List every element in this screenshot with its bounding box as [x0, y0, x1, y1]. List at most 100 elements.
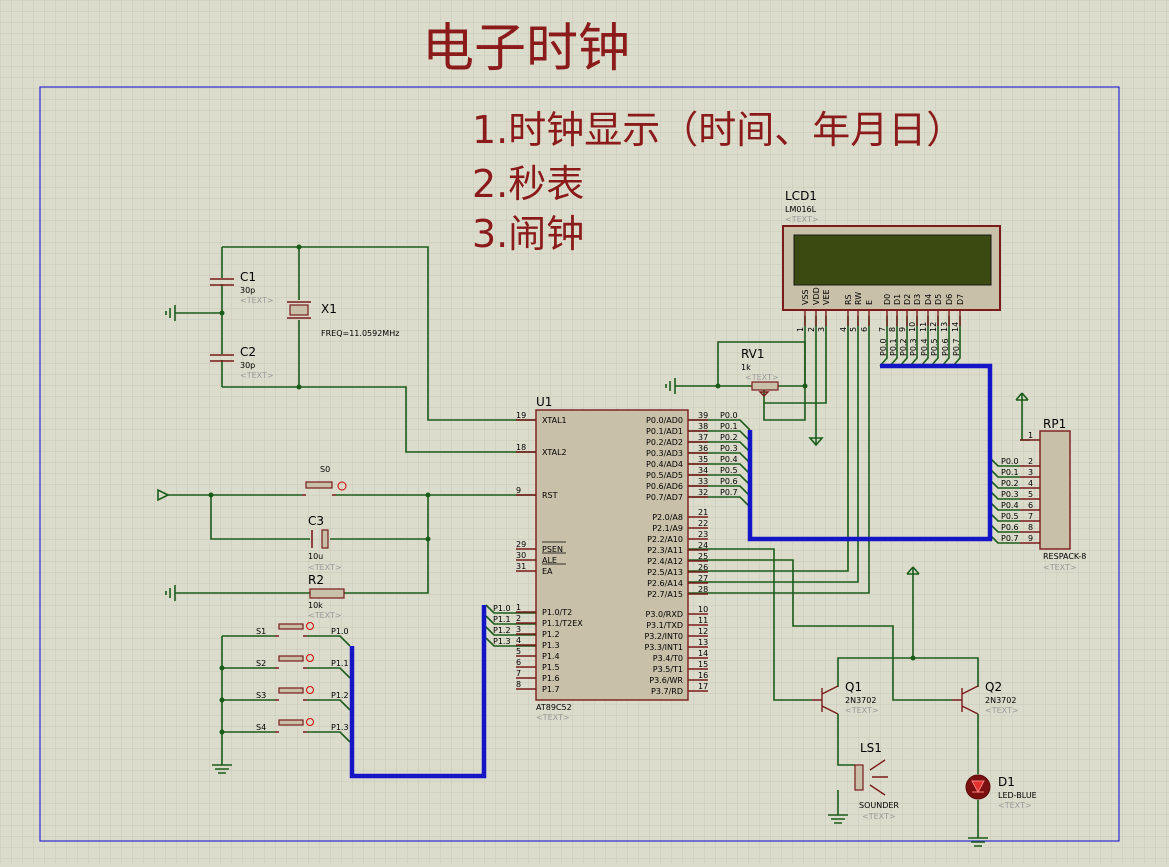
c2-placeholder: <TEXT> — [240, 371, 274, 380]
u1-pin-number: 9 — [516, 486, 521, 495]
transistor-q1[interactable]: Q1 2N3702 <TEXT> — [812, 680, 879, 715]
feature-2: 2.秒表 — [472, 162, 584, 206]
u1-pin-name: XTAL2 — [542, 448, 567, 457]
transistor-q2[interactable]: Q2 2N3702 <TEXT> — [952, 680, 1019, 715]
u1-pin-name: P3.0/RXD — [646, 610, 683, 619]
p0-net-label: P0.7 — [720, 488, 738, 497]
lcd-net-label: P0.4 — [920, 338, 929, 356]
lcd-pin-name: D5 — [934, 294, 943, 305]
switch-ref: S4 — [256, 723, 266, 732]
u1-pin-number: 30 — [516, 551, 526, 560]
u1-pin-number: 23 — [698, 530, 708, 539]
u1-pin-number: 17 — [698, 682, 708, 691]
u1-pin-number: 29 — [516, 540, 526, 549]
q1-ref: Q1 — [845, 680, 862, 694]
p1-net-label: P1.1 — [493, 615, 511, 624]
u1-pin-number: 3 — [516, 625, 521, 634]
sheet-border — [39, 86, 1120, 842]
u1-pin-number: 36 — [698, 444, 708, 453]
rp1-pin-number: 9 — [1028, 534, 1033, 543]
lcd-pin-name: E — [865, 300, 874, 305]
u1-pin-name: P1.2 — [542, 630, 560, 639]
u1-pin-number: 38 — [698, 422, 708, 431]
u1-pin-number: 4 — [516, 636, 521, 645]
lcd-pin-name: D2 — [903, 294, 912, 305]
u1-pin-name: P3.5/T1 — [653, 665, 683, 674]
u1-pin-number: 34 — [698, 466, 708, 475]
u1-pin-name: P3.1/TXD — [646, 621, 683, 630]
capacitor-c2[interactable]: C2 30p <TEXT> — [210, 345, 274, 380]
led-d1[interactable]: D1 LED-BLUE <TEXT> — [965, 774, 1037, 810]
rp1-value: RESPACK-8 — [1043, 552, 1086, 561]
lcd-pin-name: D3 — [913, 294, 922, 305]
lcd-pin-name: RS — [844, 294, 853, 305]
r2-placeholder: <TEXT> — [308, 611, 342, 620]
p1-net-label: P1.3 — [493, 637, 511, 646]
lcd-ref: LCD1 — [785, 189, 817, 203]
u1-pin-name: P1.7 — [542, 685, 560, 694]
u1-pin-number: 6 — [516, 658, 521, 667]
lcd-pin-name: D1 — [893, 294, 902, 305]
resistor-pack-rp1[interactable]: RP1 RESPACK-8 <TEXT> 123456789P0.0P0.1P0… — [1001, 417, 1086, 572]
x1-ref: X1 — [321, 302, 337, 316]
crystal-x1[interactable]: X1 FREQ=11.0592MHz — [287, 301, 399, 338]
p0-net-label: P0.2 — [720, 433, 738, 442]
lcd-net-label: P0.5 — [930, 338, 939, 356]
u1-pin-name: P3.7/RD — [651, 687, 683, 696]
lcd-pin-name: VSS — [801, 289, 810, 305]
rp1-net-label: P0.7 — [1001, 534, 1019, 543]
u1-pin-name: P2.5/A13 — [647, 568, 683, 577]
lcd-pin-name: D0 — [883, 294, 892, 305]
u1-pin-number: 28 — [698, 585, 708, 594]
u1-pin-name: P1.3 — [542, 641, 560, 650]
u1-pin-name: P1.5 — [542, 663, 560, 672]
u1-pin-name: P3.3/INT1 — [644, 643, 683, 652]
potentiometer-rv1[interactable]: RV1 1k <TEXT> — [741, 347, 779, 397]
switch-s4[interactable]: S4 P1.3 — [256, 718, 349, 733]
u1-pin-name: P0.6/AD6 — [646, 482, 683, 491]
lcd-display[interactable]: LCD1 LM016L <TEXT> VSS1VDD2VEE3RS4RW5E6D… — [782, 189, 1001, 356]
switch-net-label: P1.0 — [331, 627, 349, 636]
lcd-net-label: P0.1 — [889, 338, 898, 356]
switch-net-label: P1.3 — [331, 723, 349, 732]
lcd-pin-number: 8 — [888, 327, 897, 332]
u1-placeholder: <TEXT> — [536, 713, 570, 722]
u1-pin-name: P2.2/A10 — [647, 535, 683, 544]
sounder-ls1[interactable]: LS1 SOUNDER <TEXT> — [854, 741, 899, 821]
u1-pin-number: 35 — [698, 455, 708, 464]
rp1-net-label: P0.6 — [1001, 523, 1019, 532]
p0-net-label: P0.6 — [720, 477, 738, 486]
ls1-value: SOUNDER — [859, 801, 899, 810]
rp1-pin-number: 7 — [1028, 512, 1033, 521]
u1-pin-number: 18 — [516, 443, 526, 452]
u1-pin-number: 13 — [698, 638, 708, 647]
capacitor-c3[interactable]: C3 10u <TEXT> — [308, 514, 342, 572]
lcd-pin-number: 4 — [839, 327, 848, 332]
microcontroller-u1[interactable]: U1 AT89C52 <TEXT> XTAL119XTAL218RST9PSEN… — [493, 395, 738, 722]
u1-pin-number: 1 — [516, 603, 521, 612]
rp1-pin-number: 8 — [1028, 523, 1033, 532]
switch-s0[interactable]: S0 — [302, 465, 347, 496]
lcd-net-label: P0.7 — [952, 338, 961, 356]
p1-net-label: P1.0 — [493, 604, 511, 613]
u1-pin-number: 8 — [516, 680, 521, 689]
rv1-placeholder: <TEXT> — [745, 373, 779, 382]
rp1-ref: RP1 — [1043, 417, 1066, 431]
r2-value: 10k — [308, 601, 323, 610]
resistor-r2[interactable]: R2 10k <TEXT> — [308, 573, 345, 620]
u1-pin-name: P0.7/AD7 — [646, 493, 683, 502]
x1-value: FREQ=11.0592MHz — [321, 329, 399, 338]
junction-dots — [208, 244, 916, 735]
lcd-pin-number: 5 — [849, 327, 858, 332]
u1-pin-number: 39 — [698, 411, 708, 420]
lcd-net-label: P0.3 — [909, 338, 918, 356]
u1-pin-number: 10 — [698, 605, 708, 614]
lcd-pin-name: D6 — [945, 294, 954, 305]
capacitor-c1[interactable]: C1 30p <TEXT> — [210, 270, 274, 305]
ground-symbols — [157, 305, 988, 847]
u1-pin-number: 15 — [698, 660, 708, 669]
